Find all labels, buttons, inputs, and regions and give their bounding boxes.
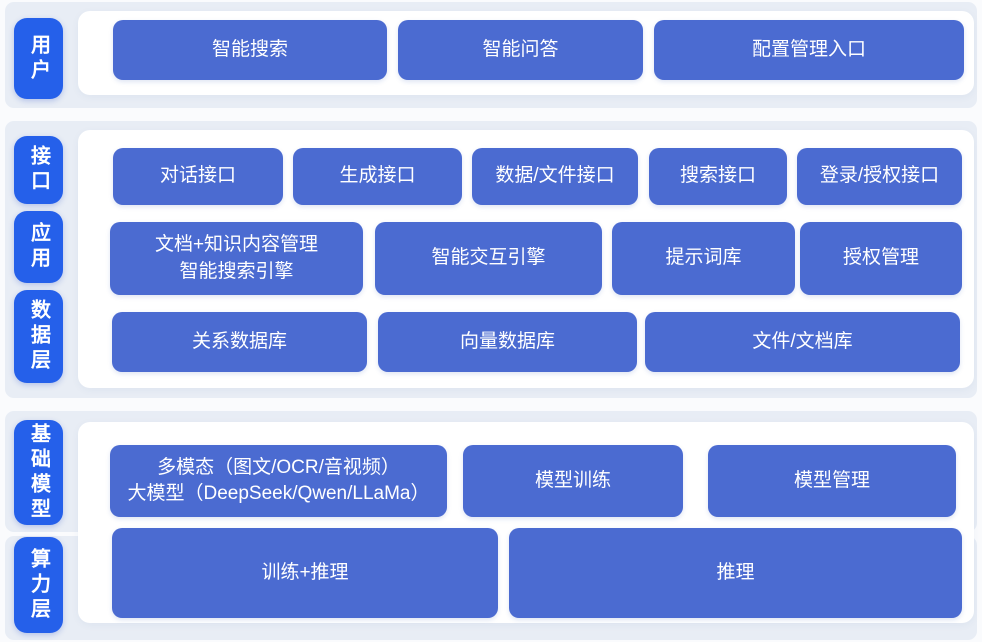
layer-pill-user: 用户	[14, 18, 63, 99]
box-smart-search: 智能搜索	[113, 20, 387, 80]
box-interaction-engine: 智能交互引擎	[375, 222, 602, 295]
box-search-api: 搜索接口	[649, 148, 787, 205]
layer-pill-foundation-model: 基础模型	[14, 420, 63, 525]
box-auth-management: 授权管理	[800, 222, 962, 295]
box-generation-api: 生成接口	[293, 148, 462, 205]
box-config-entry: 配置管理入口	[654, 20, 964, 80]
box-model-management: 模型管理	[708, 445, 956, 517]
layer-label-foundation-model: 基础模型	[27, 422, 50, 523]
box-vector-db: 向量数据库	[378, 312, 637, 372]
layer-pill-interface: 接口	[14, 136, 63, 204]
box-smart-qa: 智能问答	[398, 20, 643, 80]
box-data-file-api: 数据/文件接口	[472, 148, 638, 205]
layer-pill-application: 应用	[14, 211, 63, 283]
layer-label-compute-layer: 算力层	[27, 547, 50, 623]
layer-label-user: 用户	[27, 33, 50, 84]
box-file-doc-store: 文件/文档库	[645, 312, 960, 372]
box-dialog-api: 对话接口	[113, 148, 283, 205]
box-model-training: 模型训练	[463, 445, 683, 517]
layer-pill-data-layer: 数据层	[14, 290, 63, 383]
box-training-inference: 训练+推理	[112, 528, 498, 618]
box-inference: 推理	[509, 528, 962, 618]
box-multimodal-llm: 多模态（图文/OCR/音视频） 大模型（DeepSeek/Qwen/LLaMa）	[110, 445, 447, 517]
layer-pill-compute-layer: 算力层	[14, 537, 63, 633]
box-relational-db: 关系数据库	[112, 312, 367, 372]
box-login-auth-api: 登录/授权接口	[797, 148, 962, 205]
layer-label-interface: 接口	[27, 145, 50, 195]
layer-label-data-layer: 数据层	[27, 299, 50, 374]
layer-label-application: 应用	[27, 222, 50, 272]
box-prompt-library: 提示词库	[612, 222, 795, 295]
box-doc-knowledge-search-engine: 文档+知识内容管理 智能搜索引擎	[110, 222, 363, 295]
